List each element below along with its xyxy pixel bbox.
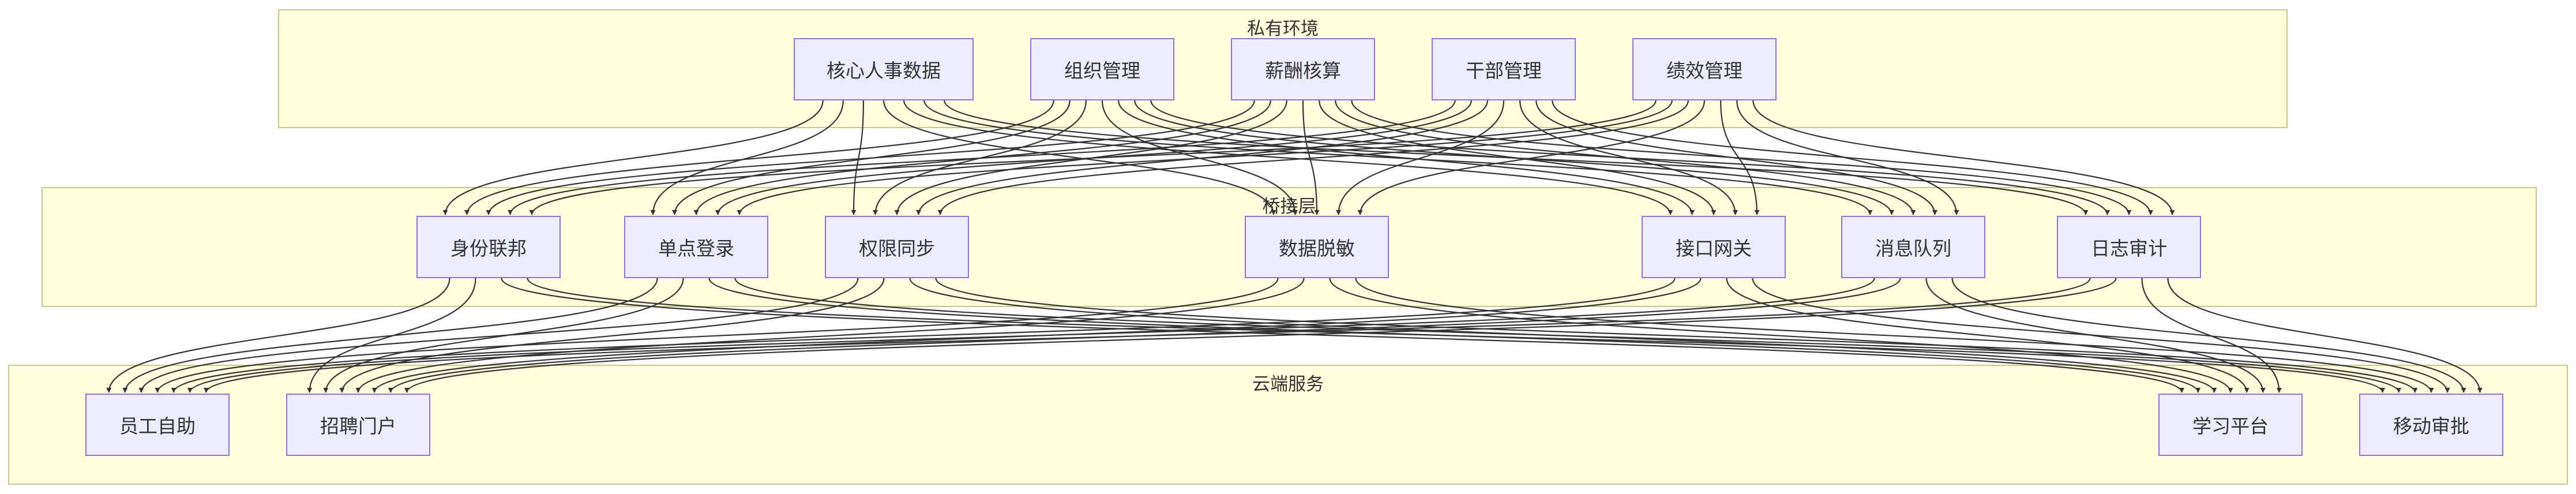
edge-audit-to-mobile <box>2167 278 2483 393</box>
edge-hr-to-sso <box>650 100 844 215</box>
edge-api-to-learn <box>1726 278 2250 393</box>
edge-org-to-mask <box>1101 100 1298 215</box>
edge-org-to-idf <box>464 100 1054 215</box>
edge-perm-to-recruit <box>339 278 885 393</box>
group-title-cloud: 云端服务 <box>1252 374 1324 395</box>
node-core-hr-data[interactable]: 核心人事数据 <box>794 38 974 100</box>
node-performance-management[interactable]: 绩效管理 <box>1632 38 1777 100</box>
node-org-management[interactable]: 组织管理 <box>1030 38 1174 100</box>
edge-idf-to-learn <box>501 278 2184 393</box>
group-title-private: 私有环境 <box>1247 18 1319 39</box>
edge-perm-to-mobile <box>935 278 2418 393</box>
edge-perf-to-perm <box>937 100 1689 215</box>
edge-cadre-to-audit <box>1552 100 2153 215</box>
edge-perm-to-ess <box>138 278 859 393</box>
edge-perf-to-api <box>1720 100 1760 215</box>
node-api-gateway[interactable]: 接口网关 <box>1642 216 1786 278</box>
edge-sso-to-learn <box>708 278 2201 393</box>
node-identity-federation[interactable]: 身份联邦 <box>416 216 561 278</box>
edge-audit-to-ess <box>204 278 2091 393</box>
node-cadre-management[interactable]: 干部管理 <box>1432 38 1576 100</box>
node-data-masking[interactable]: 数据脱敏 <box>1245 216 1389 278</box>
edge-cadre-to-api <box>1519 100 1738 215</box>
edge-mask-to-recruit <box>355 278 1305 393</box>
node-mobile-approval[interactable]: 移动审批 <box>2359 394 2503 456</box>
edge-perf-to-idf <box>529 100 1657 215</box>
edge-pay-to-audit <box>1351 100 2132 215</box>
node-recruitment-portal[interactable]: 招聘门户 <box>286 394 430 456</box>
edge-perf-to-mask <box>1357 100 1706 215</box>
node-message-queue[interactable]: 消息队列 <box>1841 216 1985 278</box>
edge-perf-to-mq <box>1736 100 1959 215</box>
edge-mask-to-learn <box>1329 278 2233 393</box>
node-log-audit[interactable]: 日志审计 <box>2057 216 2201 278</box>
edge-cadre-to-mask <box>1336 100 1505 215</box>
edge-sso-to-ess <box>122 278 658 393</box>
edge-org-to-api <box>1118 100 1695 215</box>
edge-cadre-to-mq <box>1535 100 1937 215</box>
edge-perf-to-audit <box>1752 100 2175 215</box>
edge-mq-to-learn <box>1925 278 2266 393</box>
node-learning-platform[interactable]: 学习平台 <box>2158 394 2303 456</box>
edge-pay-to-mq <box>1335 100 1916 215</box>
node-single-sign-on[interactable]: 单点登录 <box>624 216 768 278</box>
edge-idf-to-ess <box>106 278 450 393</box>
edge-hr-to-perm <box>851 100 864 215</box>
edge-pay-to-api <box>1319 100 1717 215</box>
edge-hr-to-api <box>903 100 1673 215</box>
node-permission-sync[interactable]: 权限同步 <box>825 216 969 278</box>
edge-audit-to-learn <box>2141 278 2282 393</box>
edge-hr-to-mq <box>923 100 1873 215</box>
edge-mask-to-mobile <box>1355 278 2434 393</box>
edge-cadre-to-idf <box>508 100 1456 215</box>
edge-hr-to-idf <box>442 100 824 215</box>
edge-mask-to-ess <box>155 278 1279 393</box>
edge-perm-to-learn <box>909 278 2217 393</box>
node-payroll[interactable]: 薪酬核算 <box>1231 38 1375 100</box>
edge-pay-to-idf <box>486 100 1255 215</box>
edge-api-to-mobile <box>1752 278 2450 393</box>
node-employee-self-service[interactable]: 员工自助 <box>85 394 230 456</box>
edge-hr-to-mask <box>883 100 1276 215</box>
edge-perf-to-sso <box>737 100 1673 215</box>
group-cloud: 云端服务 <box>8 365 2568 485</box>
edge-api-to-ess <box>171 278 1676 393</box>
edge-mq-to-ess <box>187 278 1875 393</box>
edge-audit-to-recruit <box>404 278 2117 393</box>
